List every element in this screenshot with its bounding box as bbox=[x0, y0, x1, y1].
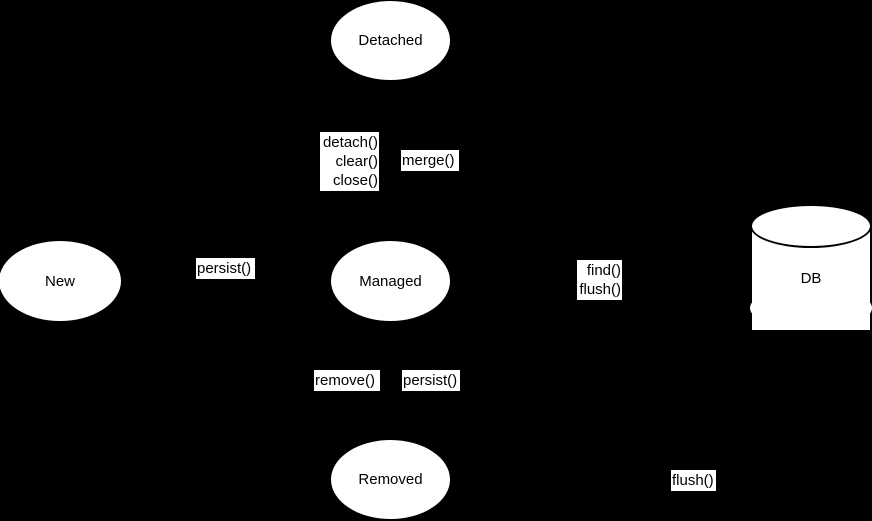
database-node-db-label: DB bbox=[800, 269, 822, 287]
database-node-db[interactable]: DB bbox=[750, 204, 872, 352]
state-node-new[interactable]: New bbox=[0, 241, 121, 321]
state-node-detached-label: Detached bbox=[358, 32, 423, 49]
cylinder-bottom-shape bbox=[750, 286, 872, 330]
edge-label-remove: remove() bbox=[314, 370, 380, 391]
state-node-managed-label: Managed bbox=[359, 272, 422, 290]
state-node-managed[interactable]: Managed bbox=[331, 241, 450, 321]
edge-label-flush-removed: flush() bbox=[671, 470, 716, 491]
state-node-removed-label: Removed bbox=[358, 471, 423, 488]
edge-label-persist-new: persist() bbox=[196, 258, 255, 279]
state-node-removed[interactable]: Removed bbox=[331, 440, 450, 519]
edge-label-merge: merge() bbox=[401, 150, 459, 171]
state-node-new-label: New bbox=[44, 272, 75, 290]
edge-label-find-flush: find() flush() bbox=[577, 260, 622, 300]
cylinder-top-ellipse bbox=[750, 204, 872, 248]
edge-removed-to-db bbox=[451, 353, 815, 481]
edge-label-detach-clear-close: detach() clear() close() bbox=[320, 132, 379, 191]
edge-label-persist-removed: persist() bbox=[402, 370, 460, 391]
state-node-detached[interactable]: Detached bbox=[331, 1, 450, 80]
